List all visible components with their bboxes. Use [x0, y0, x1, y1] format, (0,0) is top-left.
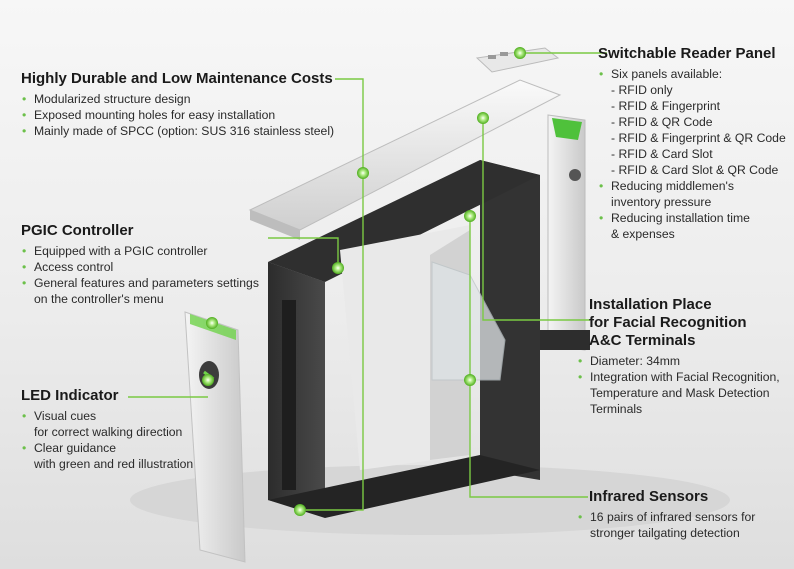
list-item: - RFID & Fingerprint [611, 99, 721, 113]
list-item: - RFID & QR Code [611, 115, 713, 129]
callout-facial-title: Installation Place for Facial Recognitio… [589, 296, 747, 349]
marker-led [202, 374, 214, 386]
leader-lines [128, 52, 607, 511]
marker-pgic [332, 262, 344, 274]
callout-reader-title: Switchable Reader Panel [598, 45, 776, 62]
callout-led: LED Indicator Visual cues for correct wa… [21, 387, 221, 472]
list-item: Temperature and Mask Detection [590, 386, 770, 400]
marker-reader [514, 47, 526, 59]
right-pillar-sensor [569, 169, 581, 181]
list-item: Diameter: 34mm [577, 353, 789, 369]
list-item: Integration with Facial Recognition, [577, 369, 789, 385]
callout-led-list: Visual cues for correct walking directio… [21, 408, 221, 472]
list-item: with green and red illustration [34, 457, 194, 471]
leader-infrared [469, 380, 588, 498]
callout-pgic-list: Equipped with a PGIC controller Access c… [21, 243, 271, 307]
frame-front-post [268, 262, 325, 515]
callout-reader: Switchable Reader Panel Six panels avail… [598, 45, 788, 242]
list-item: - RFID & Card Slot [611, 147, 713, 161]
glass-flap [431, 261, 506, 381]
right-pillar-base [540, 330, 590, 350]
list-item: Exposed mounting holes for easy installa… [21, 107, 341, 123]
list-item: & expenses [611, 227, 675, 241]
list-item: Equipped with a PGIC controller [21, 243, 271, 259]
list-item: on the controller's menu [34, 292, 164, 306]
list-item: General features and parameters settings [21, 275, 271, 291]
list-item: 16 pairs of infrared sensors for [577, 509, 789, 525]
right-pillar-led [552, 118, 582, 140]
callout-durable-title: Highly Durable and Low Maintenance Costs [21, 70, 333, 87]
marker-infrared [294, 504, 306, 516]
callout-reader-list: Six panels available: - RFID only - RFID… [598, 66, 788, 242]
callout-facial-list: Diameter: 34mm Integration with Facial R… [577, 353, 789, 417]
callout-pgic-title: PGIC Controller [21, 222, 134, 239]
marker-frame-top [464, 210, 476, 222]
marker-dots [202, 47, 526, 516]
frame-post-slot [282, 300, 296, 490]
callout-infrared-list: 16 pairs of infrared sensors for stronge… [577, 509, 789, 541]
list-item: - RFID & Fingerprint & QR Code [611, 131, 786, 145]
list-item: Six panels available: [598, 66, 788, 82]
marker-top-cover-right [477, 112, 489, 124]
list-item: Access control [21, 259, 271, 275]
callout-pgic: PGIC Controller Equipped with a PGIC con… [21, 222, 271, 307]
leader-facial-top [482, 118, 590, 321]
callout-infrared-title: Infrared Sensors [589, 488, 709, 505]
marker-led-strip [206, 317, 218, 329]
leader-durable [335, 78, 364, 173]
list-item: stronger tailgating detection [590, 526, 740, 540]
leader-infrared-bottom [300, 173, 364, 511]
callout-durable-list: Modularized structure design Exposed mou… [21, 91, 341, 139]
list-item: inventory pressure [611, 195, 712, 209]
list-item: Terminals [590, 402, 643, 416]
list-item: - RFID only [611, 83, 673, 97]
list-item: for correct walking direction [34, 425, 183, 439]
callout-infrared: Infrared Sensors 16 pairs of infrared se… [577, 488, 789, 541]
list-item: Modularized structure design [21, 91, 341, 107]
callout-led-title: LED Indicator [21, 387, 119, 404]
list-item: Visual cues [21, 408, 221, 424]
frame-top-beam [268, 160, 540, 282]
list-item: Reducing middlemen's [598, 178, 788, 194]
list-item: Reducing installation time [598, 210, 788, 226]
leader-pgic [268, 237, 339, 268]
list-item: Clear guidance [21, 440, 221, 456]
callout-durable: Highly Durable and Low Maintenance Costs… [21, 70, 341, 139]
marker-facial [464, 374, 476, 386]
frame-bottom-beam [268, 455, 540, 518]
list-item: - RFID & Card Slot & QR Code [611, 163, 779, 177]
list-item: Mainly made of SPCC (option: SUS 316 sta… [21, 123, 341, 139]
callout-facial: Installation Place for Facial Recognitio… [577, 296, 789, 417]
top-cover-edge [250, 210, 300, 240]
marker-top-cover [357, 167, 369, 179]
